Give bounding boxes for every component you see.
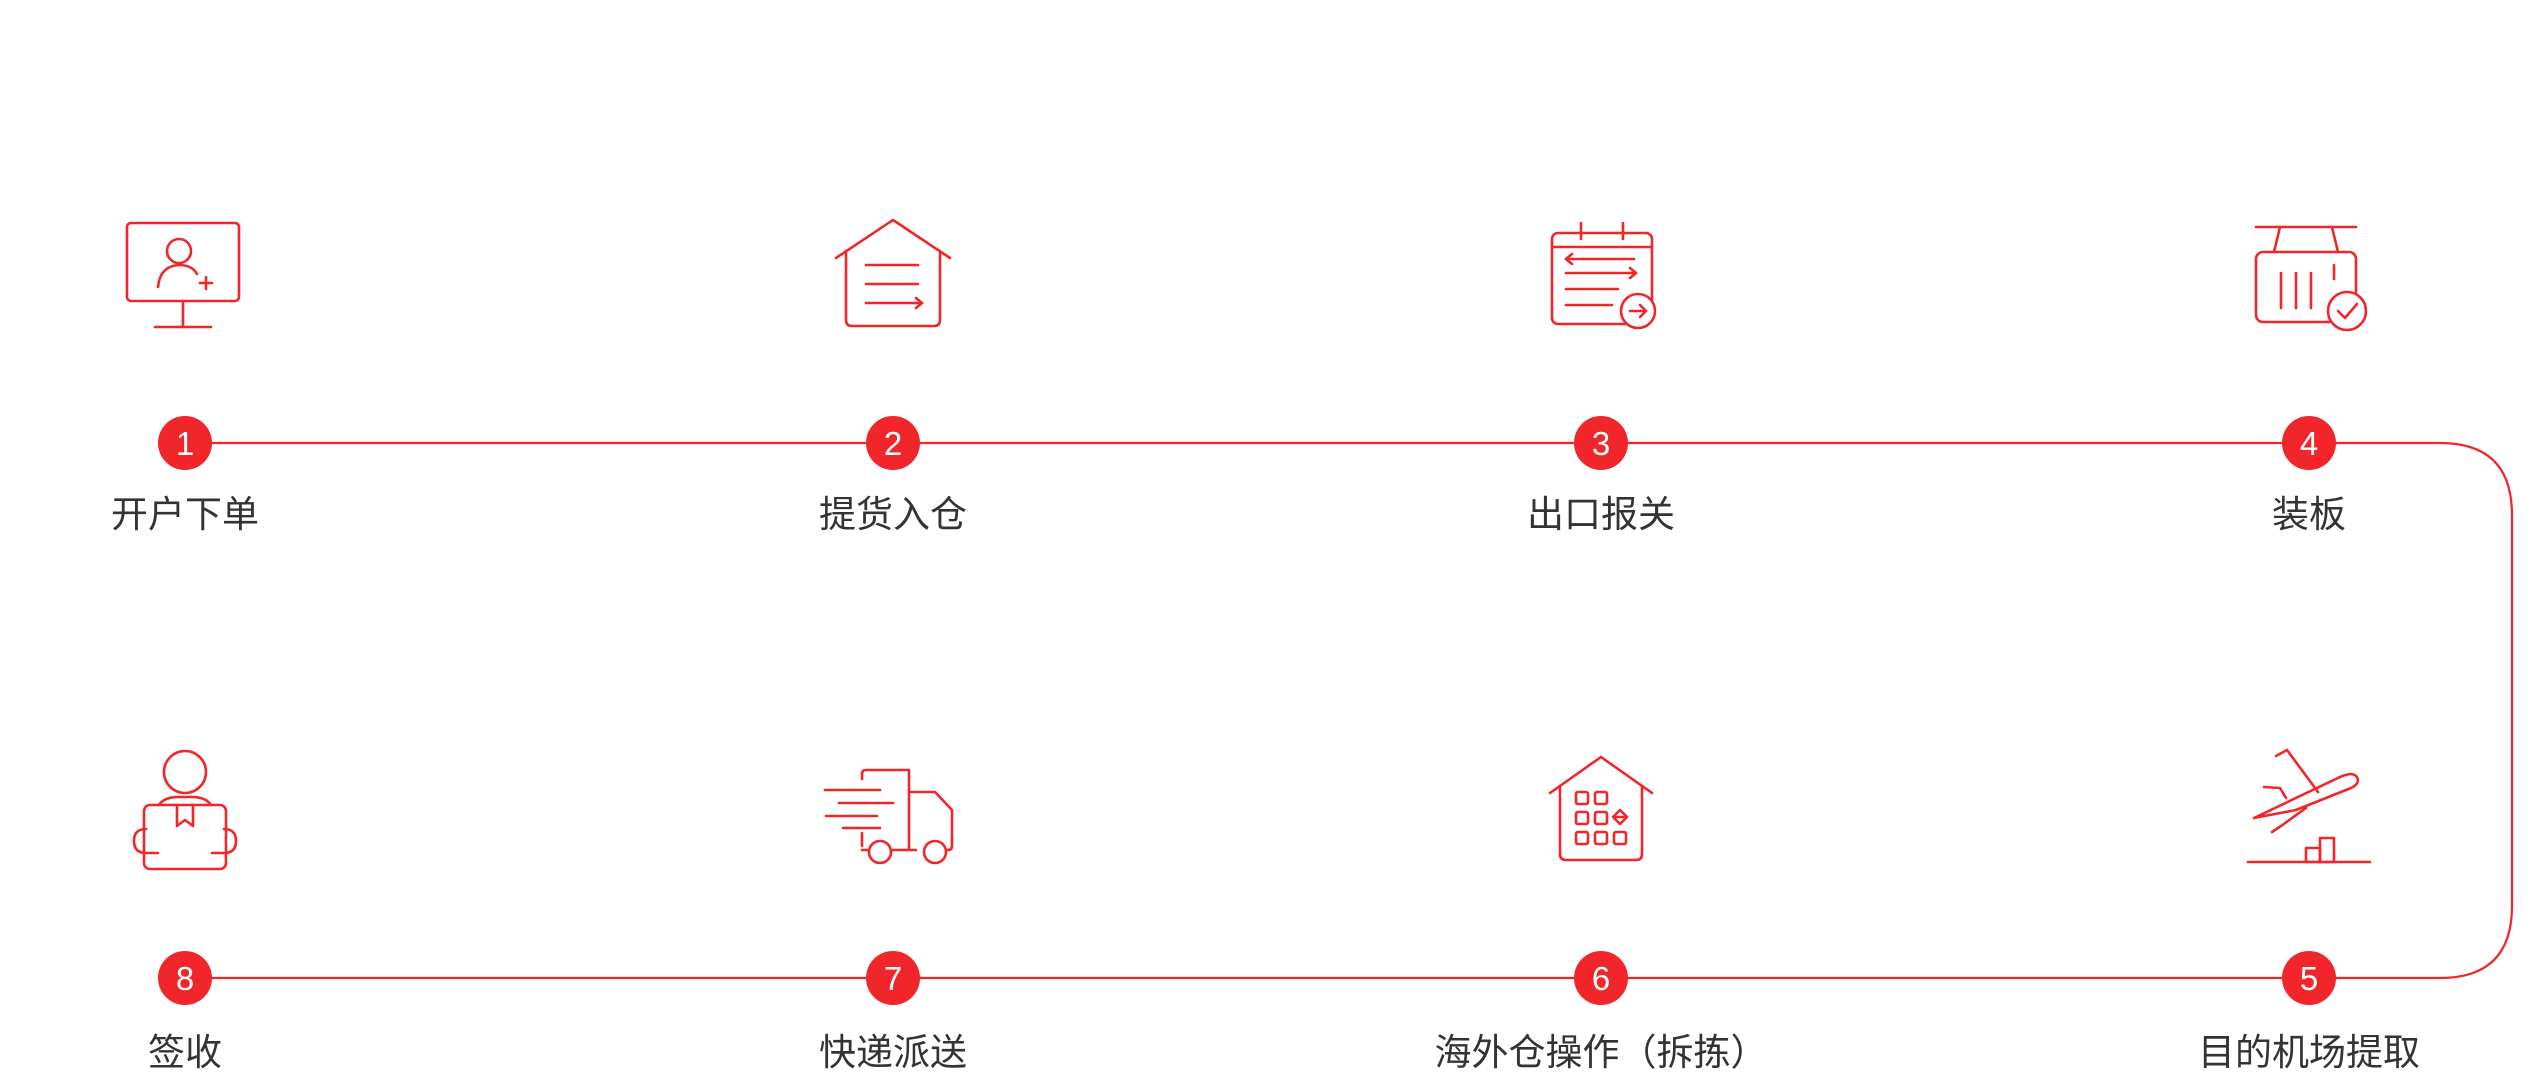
step-label-2: 提货入仓 <box>819 493 967 536</box>
step-number-2: 2 <box>884 425 902 462</box>
step-badge-1: 1 <box>158 416 212 470</box>
flow-path-line <box>185 441 2514 980</box>
step-badge-2: 2 <box>866 416 920 470</box>
customs-document-icon <box>1526 205 1676 355</box>
step-label-5: 目的机场提取 <box>2198 1031 2420 1074</box>
step-badge-6: 6 <box>1574 951 1628 1005</box>
person-package-icon <box>110 740 260 890</box>
step-label-6: 海外仓操作（拆拣） <box>1434 1031 1768 1074</box>
step-badge-3: 3 <box>1574 416 1628 470</box>
airplane-cargo-icon <box>2234 740 2384 890</box>
pallet-check-icon <box>2234 205 2384 355</box>
step-number-7: 7 <box>884 960 902 997</box>
step-label-3: 出口报关 <box>1527 493 1675 536</box>
step-number-4: 4 <box>2300 425 2318 462</box>
step-number-8: 8 <box>176 960 194 997</box>
step-badge-7: 7 <box>866 951 920 1005</box>
step-label-1: 开户下单 <box>111 493 259 536</box>
step-label-7: 快递派送 <box>819 1031 967 1074</box>
warehouse-list-icon <box>818 205 968 355</box>
overseas-warehouse-icon <box>1526 740 1676 890</box>
step-badge-5: 5 <box>2282 951 2336 1005</box>
step-number-5: 5 <box>2300 960 2318 997</box>
step-label-4: 装板 <box>2272 493 2346 536</box>
step-badge-4: 4 <box>2282 416 2336 470</box>
step-badge-8: 8 <box>158 951 212 1005</box>
step-number-1: 1 <box>176 425 194 462</box>
step-number-6: 6 <box>1592 960 1610 997</box>
delivery-truck-icon <box>818 740 968 890</box>
monitor-user-icon <box>110 205 260 355</box>
step-number-3: 3 <box>1592 425 1610 462</box>
step-label-8: 签收 <box>148 1031 222 1074</box>
